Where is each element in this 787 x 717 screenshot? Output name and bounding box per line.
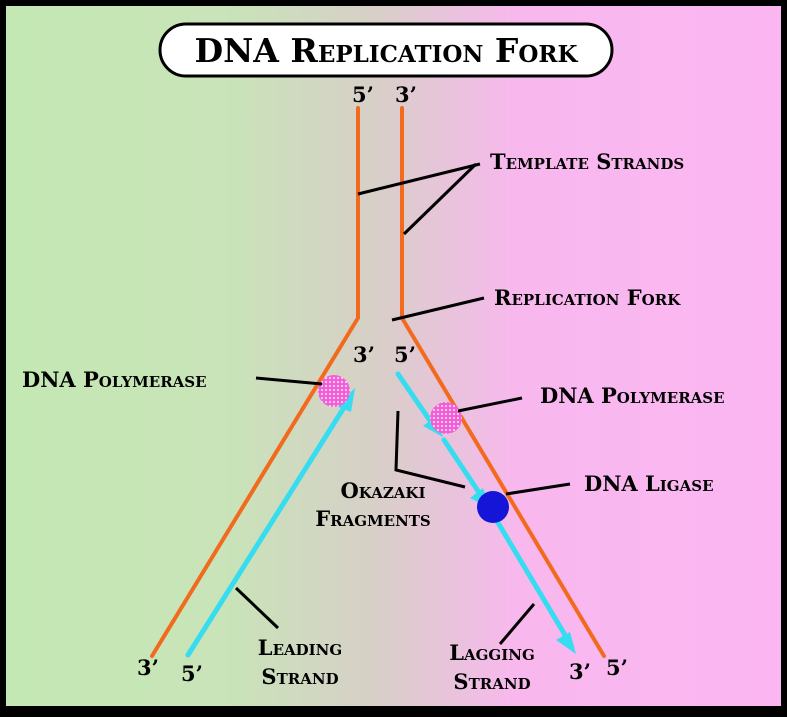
end-top-left: 5’ <box>352 82 374 107</box>
label-dna-ligase: DNA Ligase <box>584 471 714 496</box>
okazaki-fragment-2 <box>441 437 487 503</box>
label-lagging-line1: Lagging <box>449 640 535 665</box>
label-template-strands: Template Strands <box>490 149 684 174</box>
leader-template-1 <box>357 162 481 196</box>
dna-polymerase-right-enzyme <box>430 402 462 434</box>
label-lagging-line2: Strand <box>453 669 530 694</box>
label-dna-polymerase-left: DNA Polymerase <box>22 367 207 392</box>
label-okazaki-line2: Fragments <box>315 506 431 531</box>
end-bottom-left-new: 5’ <box>181 661 203 686</box>
leader-template-2 <box>402 162 478 236</box>
leader-lines <box>234 162 571 645</box>
title-box: DNA Replication Fork <box>158 22 614 78</box>
leader-polymerase-left <box>255 376 323 386</box>
template-strand-left <box>150 106 360 658</box>
page-title: DNA Replication Fork <box>195 31 579 70</box>
leader-polymerase-right <box>457 396 523 413</box>
label-leading-line1: Leading <box>258 635 342 660</box>
okazaki-fragment-1 <box>395 371 438 431</box>
end-bottom-left-template: 3’ <box>137 655 159 680</box>
label-leading-line2: Strand <box>261 664 338 689</box>
lagging-arrowhead <box>556 632 576 654</box>
end-bottom-right-template: 5’ <box>606 655 628 680</box>
leading-strand <box>185 395 353 658</box>
dna-polymerase-left-enzyme <box>318 375 350 407</box>
lagging-strand <box>491 513 571 643</box>
new-strands <box>185 371 571 658</box>
leader-ligase <box>505 482 571 496</box>
dna-ligase-enzyme <box>477 491 509 523</box>
leader-lagging <box>498 603 536 645</box>
leader-replication-fork <box>391 296 485 322</box>
end-top-right: 3’ <box>395 82 417 107</box>
end-fork-right: 5’ <box>394 342 416 367</box>
label-dna-polymerase-right: DNA Polymerase <box>540 383 725 408</box>
leader-okazaki <box>394 410 466 489</box>
end-fork-left: 3’ <box>353 342 375 367</box>
background <box>6 6 781 706</box>
label-replication-fork: Replication Fork <box>494 285 681 310</box>
leader-leading <box>234 586 280 630</box>
label-okazaki-line1: Okazaki <box>340 478 425 503</box>
end-bottom-right-new: 3’ <box>569 659 591 684</box>
